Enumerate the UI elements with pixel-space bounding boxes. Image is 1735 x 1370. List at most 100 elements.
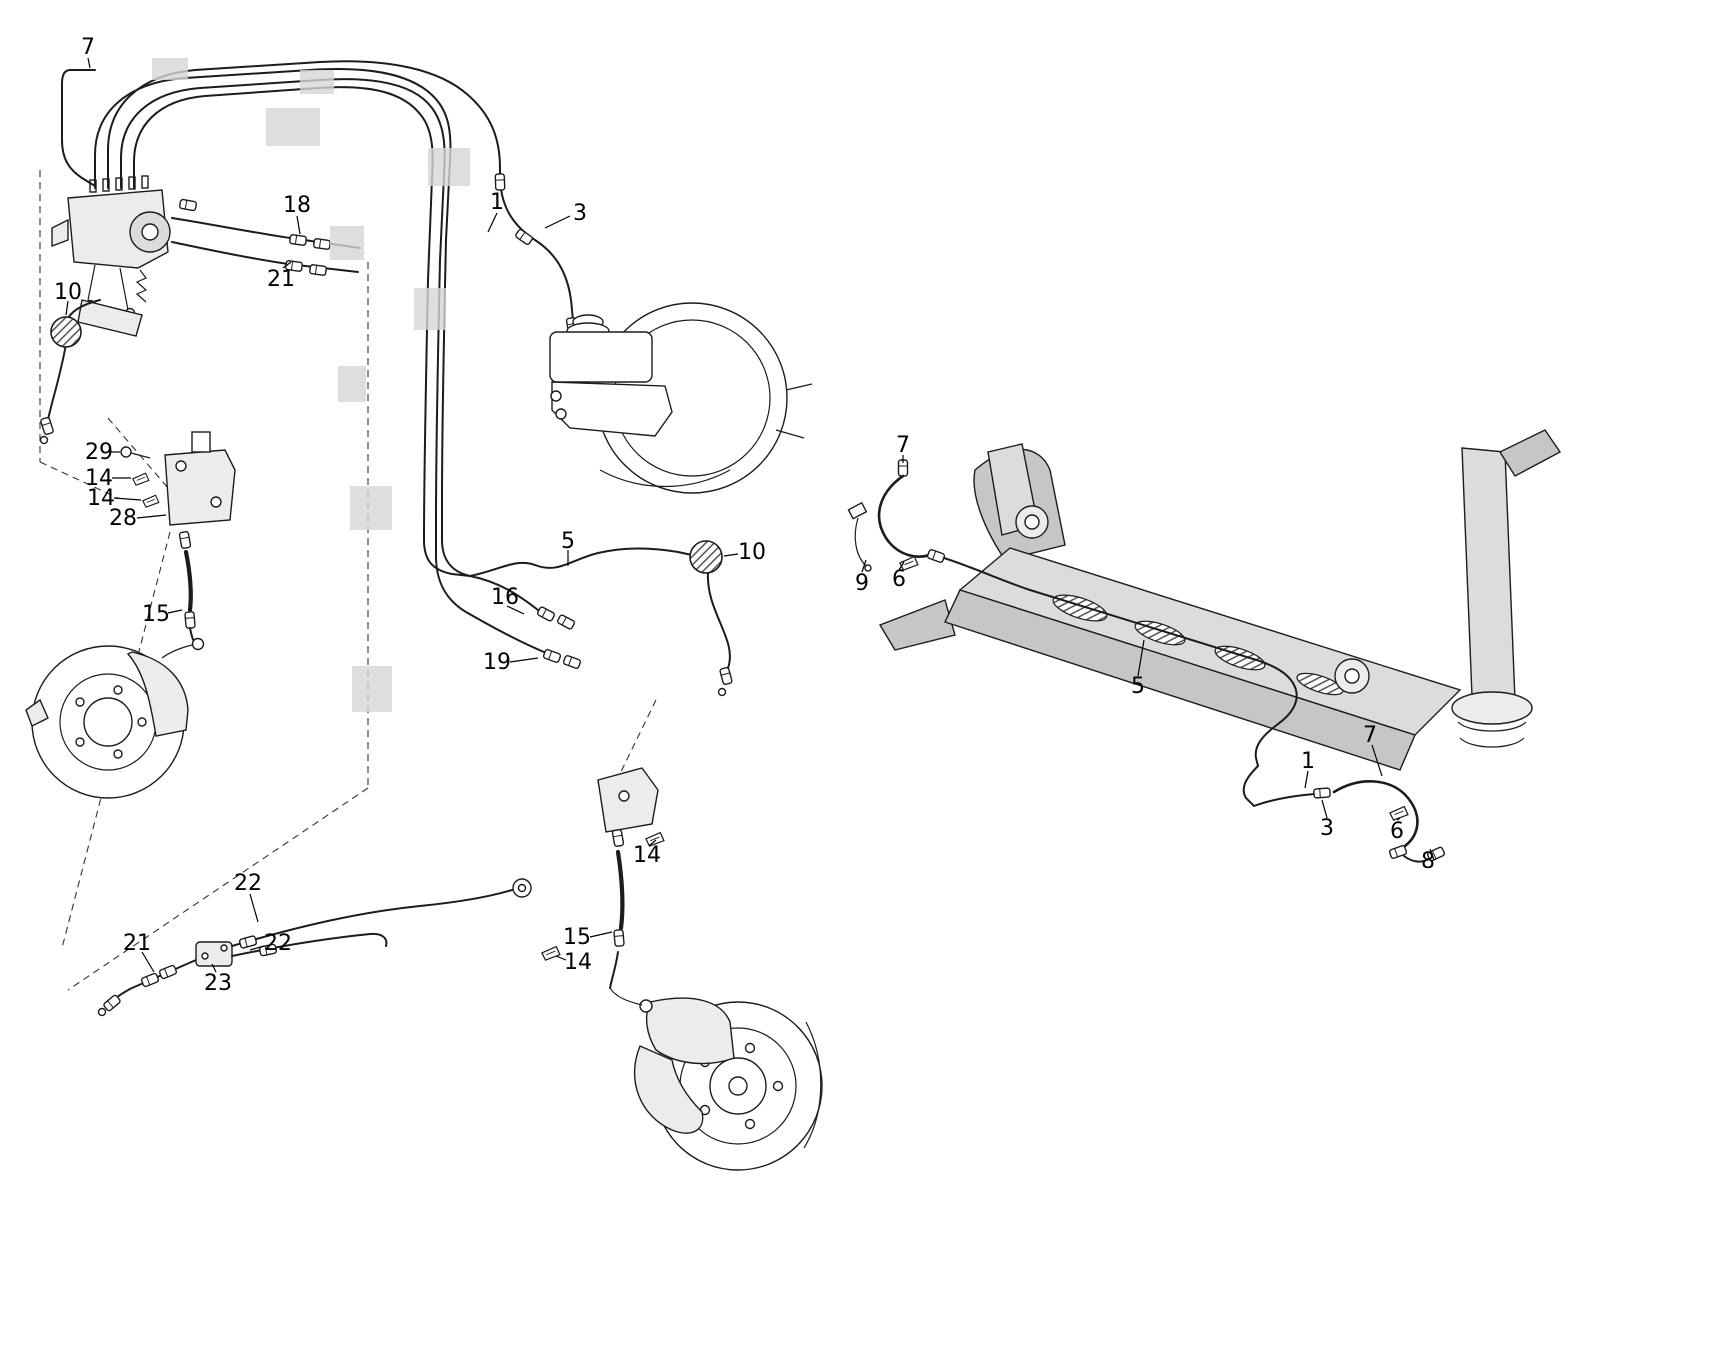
callout-29: 29 xyxy=(85,440,113,465)
mc-port xyxy=(550,390,562,402)
callout-leader xyxy=(509,657,539,663)
axle-cutout xyxy=(1296,672,1344,696)
ring-union-hole xyxy=(517,883,527,893)
callout-23: 23 xyxy=(204,971,232,996)
callout-leader xyxy=(1304,770,1309,789)
abs-side-bracket xyxy=(51,218,69,248)
hub-center xyxy=(728,1076,748,1096)
clip-14 xyxy=(142,494,160,508)
bracket-28 xyxy=(164,449,236,526)
fitting-nut xyxy=(542,648,562,664)
callout-7-axle-left: 7 xyxy=(896,433,910,458)
callout-leader xyxy=(249,945,265,951)
callout-14-a: 14 xyxy=(85,466,113,491)
fitting-nut xyxy=(238,934,258,950)
callout-15-rear: 15 xyxy=(563,925,591,950)
clip-14 xyxy=(541,945,561,961)
callout-5: 5 xyxy=(561,529,575,554)
fitting-nut xyxy=(178,530,192,550)
axle-mount-bolt xyxy=(1344,668,1360,684)
rear-pipe-22-upper xyxy=(231,889,513,947)
callout-6-axle-right: 6 xyxy=(1390,819,1404,844)
bracket-28-tab xyxy=(191,431,211,453)
rear-axle-diagram: 7 9 6 5 7 1 3 6 8 xyxy=(847,429,1562,874)
rear-pipes-left xyxy=(97,878,532,1017)
banjo-bolt xyxy=(191,637,205,651)
dashed-line xyxy=(67,787,369,991)
abs-spring xyxy=(135,269,148,303)
abs-mount-plate xyxy=(77,299,143,337)
center-pipes xyxy=(536,540,734,697)
fitting-nut xyxy=(1313,787,1331,799)
master-cylinder-assembly xyxy=(549,302,813,494)
front-brake-diagram: 7 1 3 18 21 10 29 14 14 28 15 5 10 xyxy=(25,35,823,1171)
callout-21: 21 xyxy=(267,267,295,292)
highlight-box xyxy=(300,70,334,94)
caliper-hose-link xyxy=(161,644,193,659)
bracket-hole xyxy=(210,496,222,508)
master-cylinder-body xyxy=(551,381,673,437)
fluid-reservoir xyxy=(549,331,653,383)
fitting-nut xyxy=(514,228,534,246)
axle-pipe-5 xyxy=(943,557,1298,767)
callout-7-axle-right: 7 xyxy=(1363,723,1377,748)
callout-leader xyxy=(589,931,613,938)
fitting-nut xyxy=(178,198,198,212)
callout-leader xyxy=(555,955,567,961)
sensor-connector xyxy=(847,501,868,520)
callout-leader xyxy=(1321,799,1328,819)
pipe-end xyxy=(717,687,727,697)
bracket-hole xyxy=(175,460,187,472)
wheel-bolt xyxy=(772,1080,784,1092)
dashed-line xyxy=(613,699,657,787)
wheel-bolt xyxy=(75,697,85,707)
highlight-box xyxy=(266,108,320,146)
highlight-box xyxy=(428,148,470,186)
callout-leader xyxy=(898,561,905,571)
hose-15-rear-tail xyxy=(609,951,619,989)
rear-axle-beam xyxy=(878,429,1562,771)
disc-hub xyxy=(83,697,133,747)
fitting-nut xyxy=(184,610,196,630)
callout-leader xyxy=(141,951,155,973)
spring-seat xyxy=(1451,691,1533,725)
callout-15-left: 15 xyxy=(142,602,170,627)
axle-right-top-member xyxy=(1498,429,1562,477)
front-left-brake-assembly xyxy=(25,644,193,799)
axle-hose-left xyxy=(847,459,946,572)
brake-pipe-5-run xyxy=(133,86,693,578)
splash-shield-arc xyxy=(803,1021,822,1149)
callout-22-a: 22 xyxy=(234,871,262,896)
callout-28: 28 xyxy=(109,506,137,531)
fitting-nut xyxy=(613,928,625,948)
fitting-nut xyxy=(926,548,946,564)
axle-hose-right xyxy=(1242,765,1446,863)
callout-leader xyxy=(167,609,183,614)
front-callouts: 7 1 3 18 21 10 29 14 14 28 15 5 10 xyxy=(54,35,766,996)
fitting-nut xyxy=(140,972,160,988)
fitting-nut xyxy=(556,613,576,631)
pipe-8-tail xyxy=(1403,855,1431,863)
callout-leader xyxy=(211,963,217,973)
bracket-hole xyxy=(618,790,630,802)
callout-8: 8 xyxy=(1421,849,1435,874)
brake-pipe-19-run xyxy=(120,78,545,653)
callout-19: 19 xyxy=(483,650,511,675)
callout-leader xyxy=(487,212,498,233)
sensor-tip xyxy=(864,564,872,572)
callout-leader xyxy=(65,300,69,316)
axle-beam-front-face xyxy=(944,589,1416,771)
highlight-box xyxy=(352,666,392,712)
highlight-box xyxy=(350,486,392,530)
abs-pump-motor-hub xyxy=(141,223,159,241)
hose-7-right xyxy=(1332,780,1419,850)
callout-14-b: 14 xyxy=(87,486,115,511)
callout-leader xyxy=(296,215,301,235)
screw-29 xyxy=(120,446,132,458)
wheel-bolt xyxy=(744,1118,756,1130)
fitting-nut xyxy=(158,964,178,980)
callout-10-left: 10 xyxy=(54,280,82,305)
spring-coil xyxy=(1457,721,1527,748)
grommet-hose-left xyxy=(39,299,101,445)
